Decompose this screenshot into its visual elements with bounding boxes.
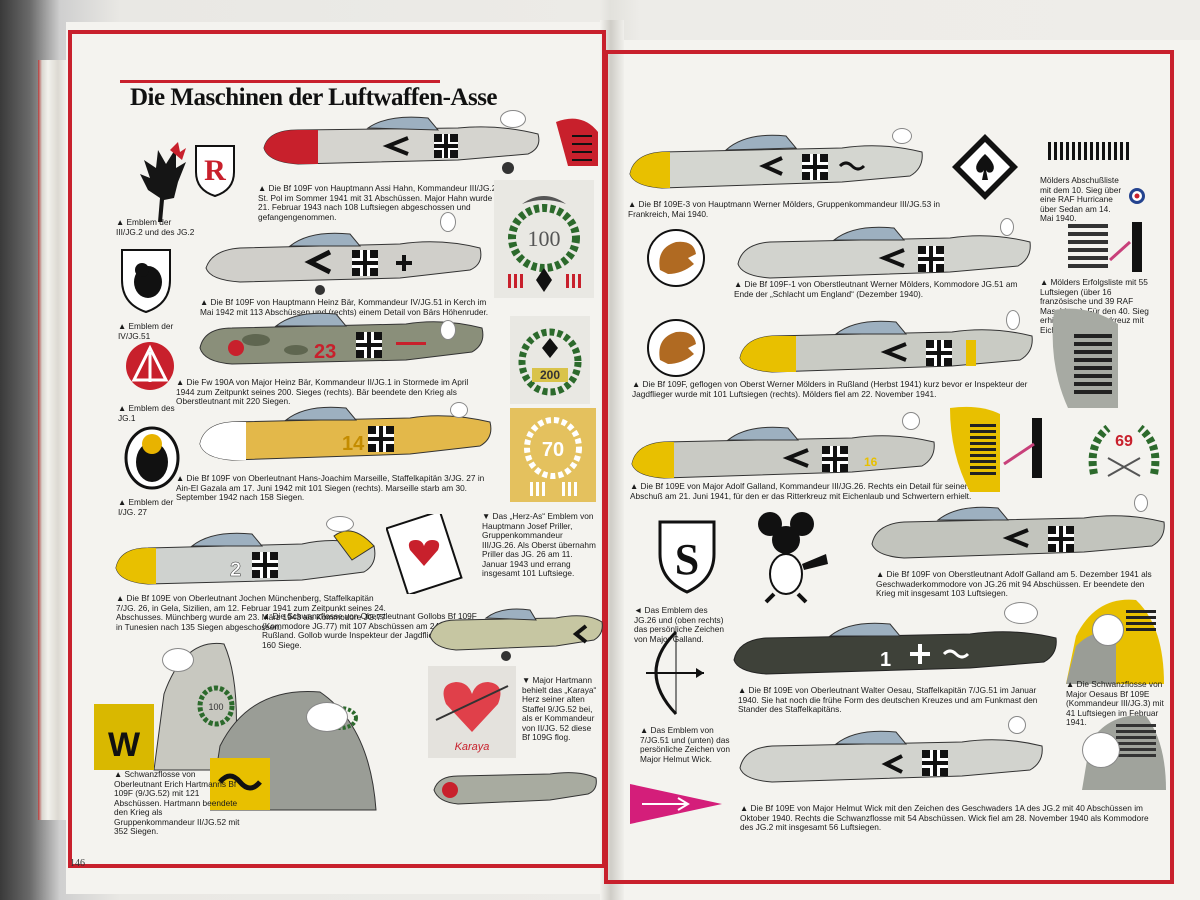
- r-shield-emblem: R: [195, 145, 235, 198]
- caption-7: ▲ Die Schwanzflosse von Oberstleutnant G…: [262, 611, 489, 650]
- redaction-blob: [1134, 494, 1148, 512]
- redaction-blob: [1082, 732, 1120, 768]
- redaction-blob: [1092, 614, 1124, 646]
- plane-bf109e-galland: 16: [631, 426, 935, 479]
- plane-bf109f-baer: [205, 232, 482, 295]
- svg-text:W: W: [108, 726, 141, 764]
- redaction-blob: [326, 516, 354, 532]
- black-cat-shield-emblem: [121, 249, 171, 314]
- caption-r3: ▲ Die Bf 109F, geflogen von Oberst Werne…: [632, 379, 1028, 399]
- svg-text:Karaya: Karaya: [455, 741, 490, 753]
- svg-text:100: 100: [528, 226, 561, 251]
- redaction-blob: [440, 212, 456, 232]
- redaction-blob: [1004, 602, 1038, 624]
- svg-text:R: R: [204, 154, 226, 187]
- caption-r1-side: Mölders Abschußliste mit dem 10. Sieg üb…: [1040, 175, 1122, 223]
- page-number-left: 146: [70, 858, 85, 869]
- redaction-blob: [306, 702, 348, 732]
- caption-r4: ▲ Die Bf 109E von Major Adolf Galland, K…: [630, 481, 984, 501]
- tally-rudder-moelders: [1052, 308, 1118, 408]
- svg-text:16: 16: [864, 455, 878, 469]
- plane-bf109g-hartmann: [429, 608, 603, 661]
- jg1-red-circle-emblem: [126, 342, 174, 390]
- svg-text:70: 70: [542, 439, 564, 461]
- title-rule: [120, 80, 440, 83]
- wreath-69-emblem: 69: [1088, 424, 1160, 477]
- svg-text:S: S: [675, 535, 699, 584]
- caption-r5: ▲ Die Bf 109F von Oberstleutnant Adolf G…: [876, 569, 1152, 598]
- kill-tally-bars: [1048, 142, 1129, 160]
- plane-bf109f-galland-jg26: [871, 506, 1165, 559]
- plane-bf109f-moelders-russia: [739, 320, 1033, 373]
- plane-bf109f-hahn: [263, 116, 540, 174]
- caption-4: ▲ Die Bf 109F von Oberleutnant Hans-Joac…: [176, 473, 485, 502]
- plane-bf109e-oesau: 1: [733, 622, 1057, 675]
- staffelkapitaen-pennant: [630, 784, 722, 824]
- caption-emblem-2: ▲ Emblem der IV/JG.51: [118, 321, 174, 341]
- redaction-blob: [440, 320, 456, 340]
- right-red-frame: [604, 50, 1174, 884]
- plane-bf109f1-moelders: [737, 226, 1031, 279]
- redaction-blob: [1000, 218, 1014, 236]
- redaction-blob: [1008, 716, 1026, 734]
- tail-fin-gollob: 100 W: [94, 642, 237, 771]
- bow-and-arrow-emblem: [646, 630, 704, 716]
- svg-text:69: 69: [1115, 433, 1133, 450]
- caption-emblem-3: ▲ Emblem des JG.1: [118, 403, 175, 423]
- plane-bf109f-marseille: 14: [199, 406, 492, 461]
- page-edges: [38, 60, 68, 820]
- page-title: Die Maschinen der Luftwaffen-Asse: [130, 84, 498, 111]
- caption-1: ▲ Die Bf 109F von Hauptmann Assi Hahn, K…: [258, 183, 507, 222]
- caption-emblem-1: ▲ Emblem der III/JG.2 und des JG.2: [116, 217, 195, 237]
- galland-rudder-detail: [950, 406, 1042, 492]
- svg-text:2: 2: [230, 559, 241, 581]
- jg26-s-shield-emblem: S: [658, 520, 716, 594]
- caption-6: ▼ Das „Herz-As“ Emblem von Hauptmann Jos…: [482, 511, 596, 578]
- eagle-head-emblem: [647, 229, 705, 287]
- wreath-100-emblem: 100: [494, 180, 594, 298]
- tally-block-1: [1068, 224, 1132, 268]
- redaction-blob: [1006, 310, 1020, 330]
- eagle-head-emblem-2: [647, 319, 705, 377]
- svg-text:1: 1: [880, 649, 891, 671]
- svg-text:14: 14: [342, 433, 365, 455]
- caption-r2: ▲ Die Bf 109F-1 von Oberstleutnant Werne…: [734, 279, 1018, 299]
- redaction-blob: [450, 402, 468, 418]
- plane-fw190a-baer: 23: [199, 312, 484, 365]
- caption-5: ▲ Die Bf 109E von Oberleutnant Jochen Mü…: [116, 593, 386, 632]
- plane-bf109e-muencheberg: 2: [115, 530, 376, 585]
- plane-bf109e-wick: [739, 730, 1043, 783]
- rooster-emblem: [140, 142, 186, 222]
- redaction-blob: [162, 648, 194, 672]
- caption-r6-side: ▲ Die Schwanzflosse von Major Oesaus Bf …: [1066, 679, 1164, 727]
- raf-roundel-tally: [1129, 188, 1145, 272]
- svg-text:23: 23: [314, 341, 336, 363]
- caption-r1: ▲ Die Bf 109E-3 von Hauptmann Werner Möl…: [628, 199, 940, 219]
- caption-9: ▲ Schwanzflosse von Oberleutnant Erich H…: [114, 769, 240, 836]
- caption-r6: ▲ Die Bf 109E von Oberleutnant Walter Oe…: [738, 685, 1038, 714]
- wreath-70-emblem: 70: [510, 408, 596, 502]
- tail-detail-red: [556, 118, 598, 166]
- spade-ace-emblem: [952, 134, 1018, 200]
- moor-head-emblem: [124, 426, 180, 490]
- redaction-blob: [902, 412, 920, 430]
- mickey-mouse-emblem: [758, 512, 828, 604]
- svg-text:100: 100: [208, 702, 223, 712]
- caption-emblem-4: ▲ Emblem der I/JG. 27: [118, 497, 174, 517]
- wreath-200-emblem: 200: [510, 316, 590, 404]
- karaya-heart-emblem: Karaya: [428, 666, 516, 758]
- svg-text:200: 200: [540, 368, 560, 382]
- caption-8: ▼ Major Hartmann behielt das „Karaya“ He…: [522, 675, 597, 742]
- plane-bf109e3-moelders: [629, 134, 923, 189]
- redaction-blob: [500, 110, 526, 128]
- heart-ace-card: [386, 514, 463, 594]
- caption-r7: ▲ Die Bf 109E von Major Helmut Wick mit …: [740, 803, 1149, 832]
- plane-bf109-camo-bottom: [433, 772, 597, 805]
- redaction-blob: [892, 128, 912, 144]
- caption-r7-emblem: ▲ Das Emblem von 7/JG.51 und (unten) das…: [640, 725, 730, 764]
- caption-3: ▲ Die Fw 190A von Major Heinz Bär, Komma…: [176, 377, 469, 406]
- caption-2: ▲ Die Bf 109F von Hauptmann Heinz Bär, K…: [200, 297, 489, 317]
